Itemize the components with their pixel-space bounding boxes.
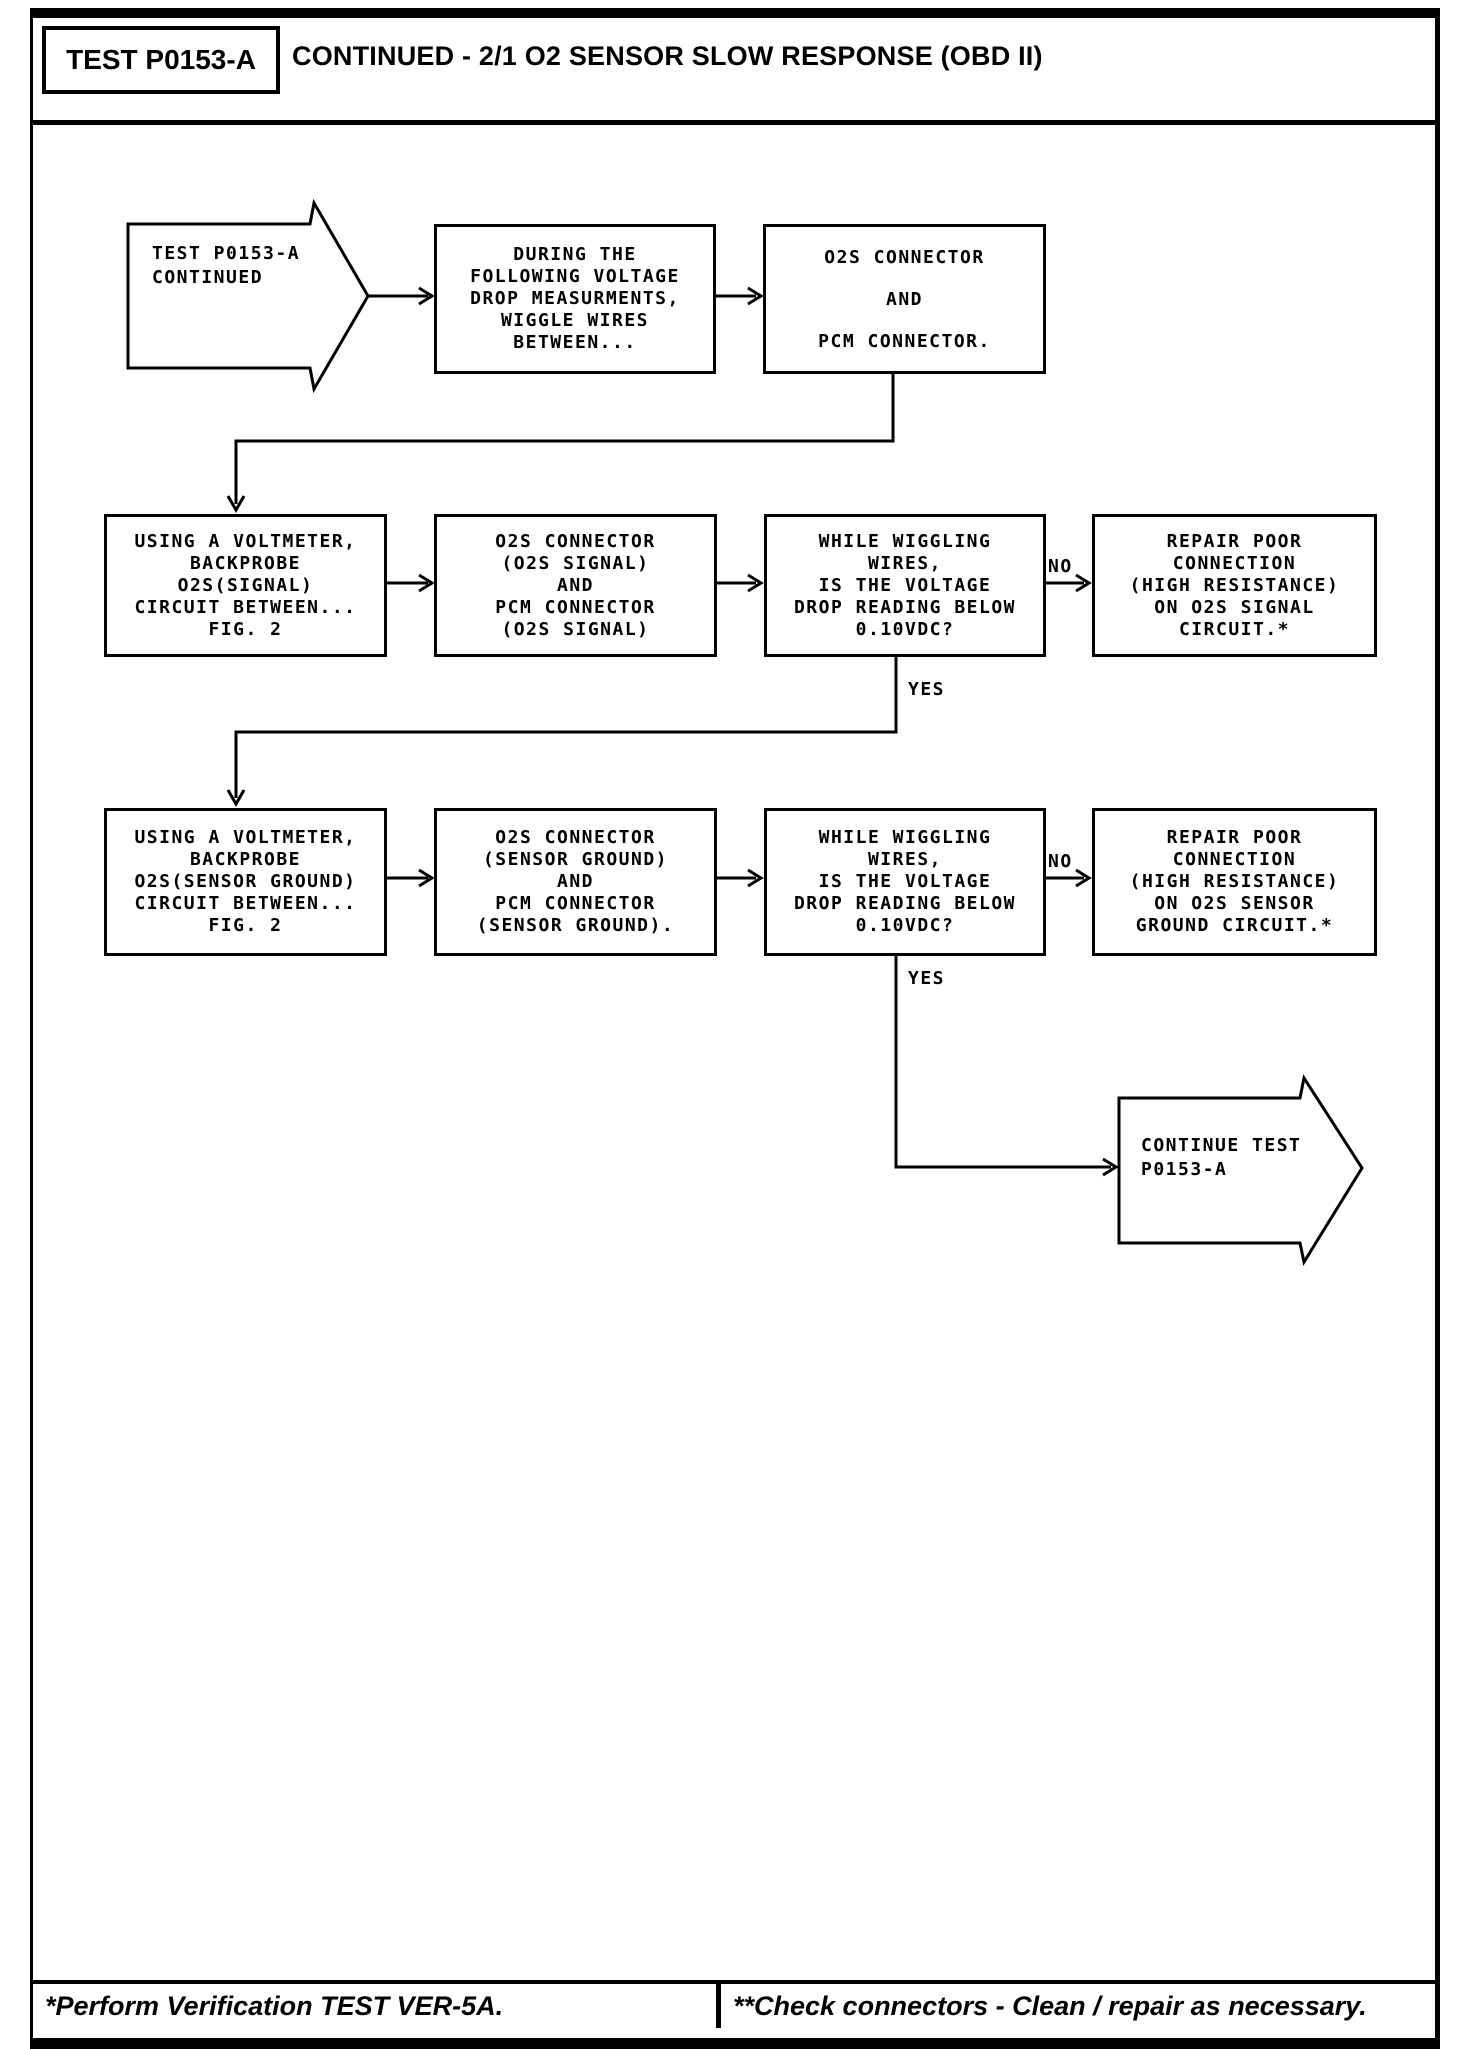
page-border <box>30 8 1440 2049</box>
test-id-box: TEST P0153-A <box>42 26 280 94</box>
box-repair-signal-circuit-text: REPAIR POOR CONNECTION (HIGH RESISTANCE)… <box>1129 530 1340 640</box>
start-arrow: TEST P0153-A CONTINUED <box>152 243 301 288</box>
footer-note-left: *Perform Verification TEST VER-5A. <box>45 1991 504 2021</box>
no-label-signal: NO <box>1048 556 1073 577</box>
continue-arrow: CONTINUE TEST P0153-A <box>1141 1135 1302 1180</box>
box-o2s-pcm-connector-text: O2S CONNECTOR AND PCM CONNECTOR. <box>818 246 991 352</box>
footer-note-right: **Check connectors - Clean / repair as n… <box>733 1991 1367 2021</box>
box-repair-ground-circuit-text: REPAIR POOR CONNECTION (HIGH RESISTANCE)… <box>1129 827 1340 936</box>
decision-voltage-drop-ground: WHILE WIGGLING WIRES, IS THE VOLTAGE DRO… <box>764 808 1046 956</box>
footer-divider <box>30 1980 1440 1984</box>
box-connector-signal: O2S CONNECTOR (O2S SIGNAL) AND PCM CONNE… <box>434 514 717 657</box>
box-backprobe-sensor-ground-text: USING A VOLTMETER, BACKPROBE O2S(SENSOR … <box>134 827 357 936</box>
box-backprobe-signal: USING A VOLTMETER, BACKPROBE O2S(SIGNAL)… <box>104 514 387 657</box>
box-connector-signal-text: O2S CONNECTOR (O2S SIGNAL) AND PCM CONNE… <box>495 530 656 640</box>
decision-voltage-drop-signal: WHILE WIGGLING WIRES, IS THE VOLTAGE DRO… <box>764 514 1046 657</box>
header-divider <box>30 120 1440 125</box>
yes-label-ground: YES <box>908 968 946 989</box>
box-during-measurements-text: DURING THE FOLLOWING VOLTAGE DROP MEASUR… <box>470 244 680 353</box>
yes-label-signal: YES <box>908 679 946 700</box>
decision-voltage-drop-ground-text: WHILE WIGGLING WIRES, IS THE VOLTAGE DRO… <box>793 827 1017 936</box>
box-backprobe-sensor-ground: USING A VOLTMETER, BACKPROBE O2S(SENSOR … <box>104 808 387 956</box>
test-id-label: TEST P0153-A <box>66 44 256 75</box>
box-during-measurements: DURING THE FOLLOWING VOLTAGE DROP MEASUR… <box>434 224 716 374</box>
box-backprobe-signal-text: USING A VOLTMETER, BACKPROBE O2S(SIGNAL)… <box>134 530 357 640</box>
box-connector-sensor-ground: O2S CONNECTOR (SENSOR GROUND) AND PCM CO… <box>434 808 717 956</box>
footer-vertical-divider <box>716 1984 721 2028</box>
no-label-ground: NO <box>1048 851 1073 872</box>
box-connector-sensor-ground-text: O2S CONNECTOR (SENSOR GROUND) AND PCM CO… <box>476 827 675 936</box>
box-repair-signal-circuit: REPAIR POOR CONNECTION (HIGH RESISTANCE)… <box>1092 514 1377 657</box>
page-title: CONTINUED - 2/1 O2 SENSOR SLOW RESPONSE … <box>292 41 1043 71</box>
decision-voltage-drop-signal-text: WHILE WIGGLING WIRES, IS THE VOLTAGE DRO… <box>793 530 1017 640</box>
box-o2s-pcm-connector: O2S CONNECTOR AND PCM CONNECTOR. <box>763 224 1046 374</box>
box-repair-ground-circuit: REPAIR POOR CONNECTION (HIGH RESISTANCE)… <box>1092 808 1377 956</box>
